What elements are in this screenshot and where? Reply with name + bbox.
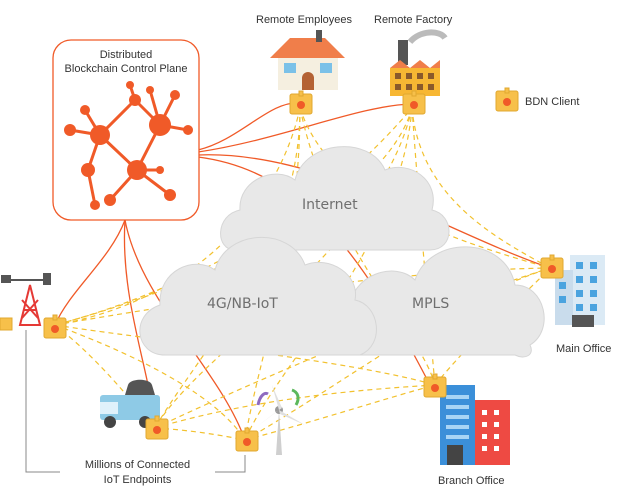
iot-endpoints-label: Millions of Connected IoT Endpoints <box>60 458 215 488</box>
wind-turbine-icon <box>255 385 305 455</box>
legend-bdn-client-icon <box>495 87 519 112</box>
remote-factory-label: Remote Factory <box>374 14 453 26</box>
iot-bracket <box>25 330 246 473</box>
internet-cloud-label: Internet <box>302 197 358 213</box>
cellular-cloud-label: 4G/NB-IoT <box>207 296 278 312</box>
bdn-client-icon <box>289 90 313 115</box>
remote-employees-label: Remote Employees <box>256 14 352 26</box>
iot-label-line1: Millions of Connected <box>84 459 191 471</box>
branch-office-label: Branch Office <box>438 475 505 487</box>
control-plane-title-line1: Distributed <box>99 49 153 61</box>
cellular-cloud <box>139 236 377 356</box>
control-plane-title: Distributed Blockchain Control Plane <box>55 49 197 75</box>
control-plane-box <box>52 39 200 221</box>
bdn-client-icon <box>43 314 67 339</box>
small-client-box <box>0 317 13 331</box>
bdn-client-icon <box>402 90 426 115</box>
iot-label-line2: IoT Endpoints <box>103 474 172 486</box>
oil-rig-icon <box>1 273 51 326</box>
bdn-client-icon <box>423 373 447 398</box>
bdn-client-boxes <box>43 87 564 452</box>
house-icon <box>270 30 345 90</box>
branch-office-building-icon <box>440 385 510 465</box>
main-office-label: Main Office <box>556 343 612 355</box>
bdn-client-icon <box>235 427 259 452</box>
main-office-building-icon <box>555 255 605 327</box>
factory-icon <box>390 29 448 96</box>
legend-bdn-client-label: BDN Client <box>525 96 580 108</box>
internet-cloud <box>220 146 450 251</box>
mpls-cloud-label: MPLS <box>412 296 450 312</box>
bdn-client-icon <box>540 254 564 279</box>
control-plane-title-line2: Blockchain Control Plane <box>64 63 188 75</box>
bdn-client-icon <box>145 415 169 440</box>
